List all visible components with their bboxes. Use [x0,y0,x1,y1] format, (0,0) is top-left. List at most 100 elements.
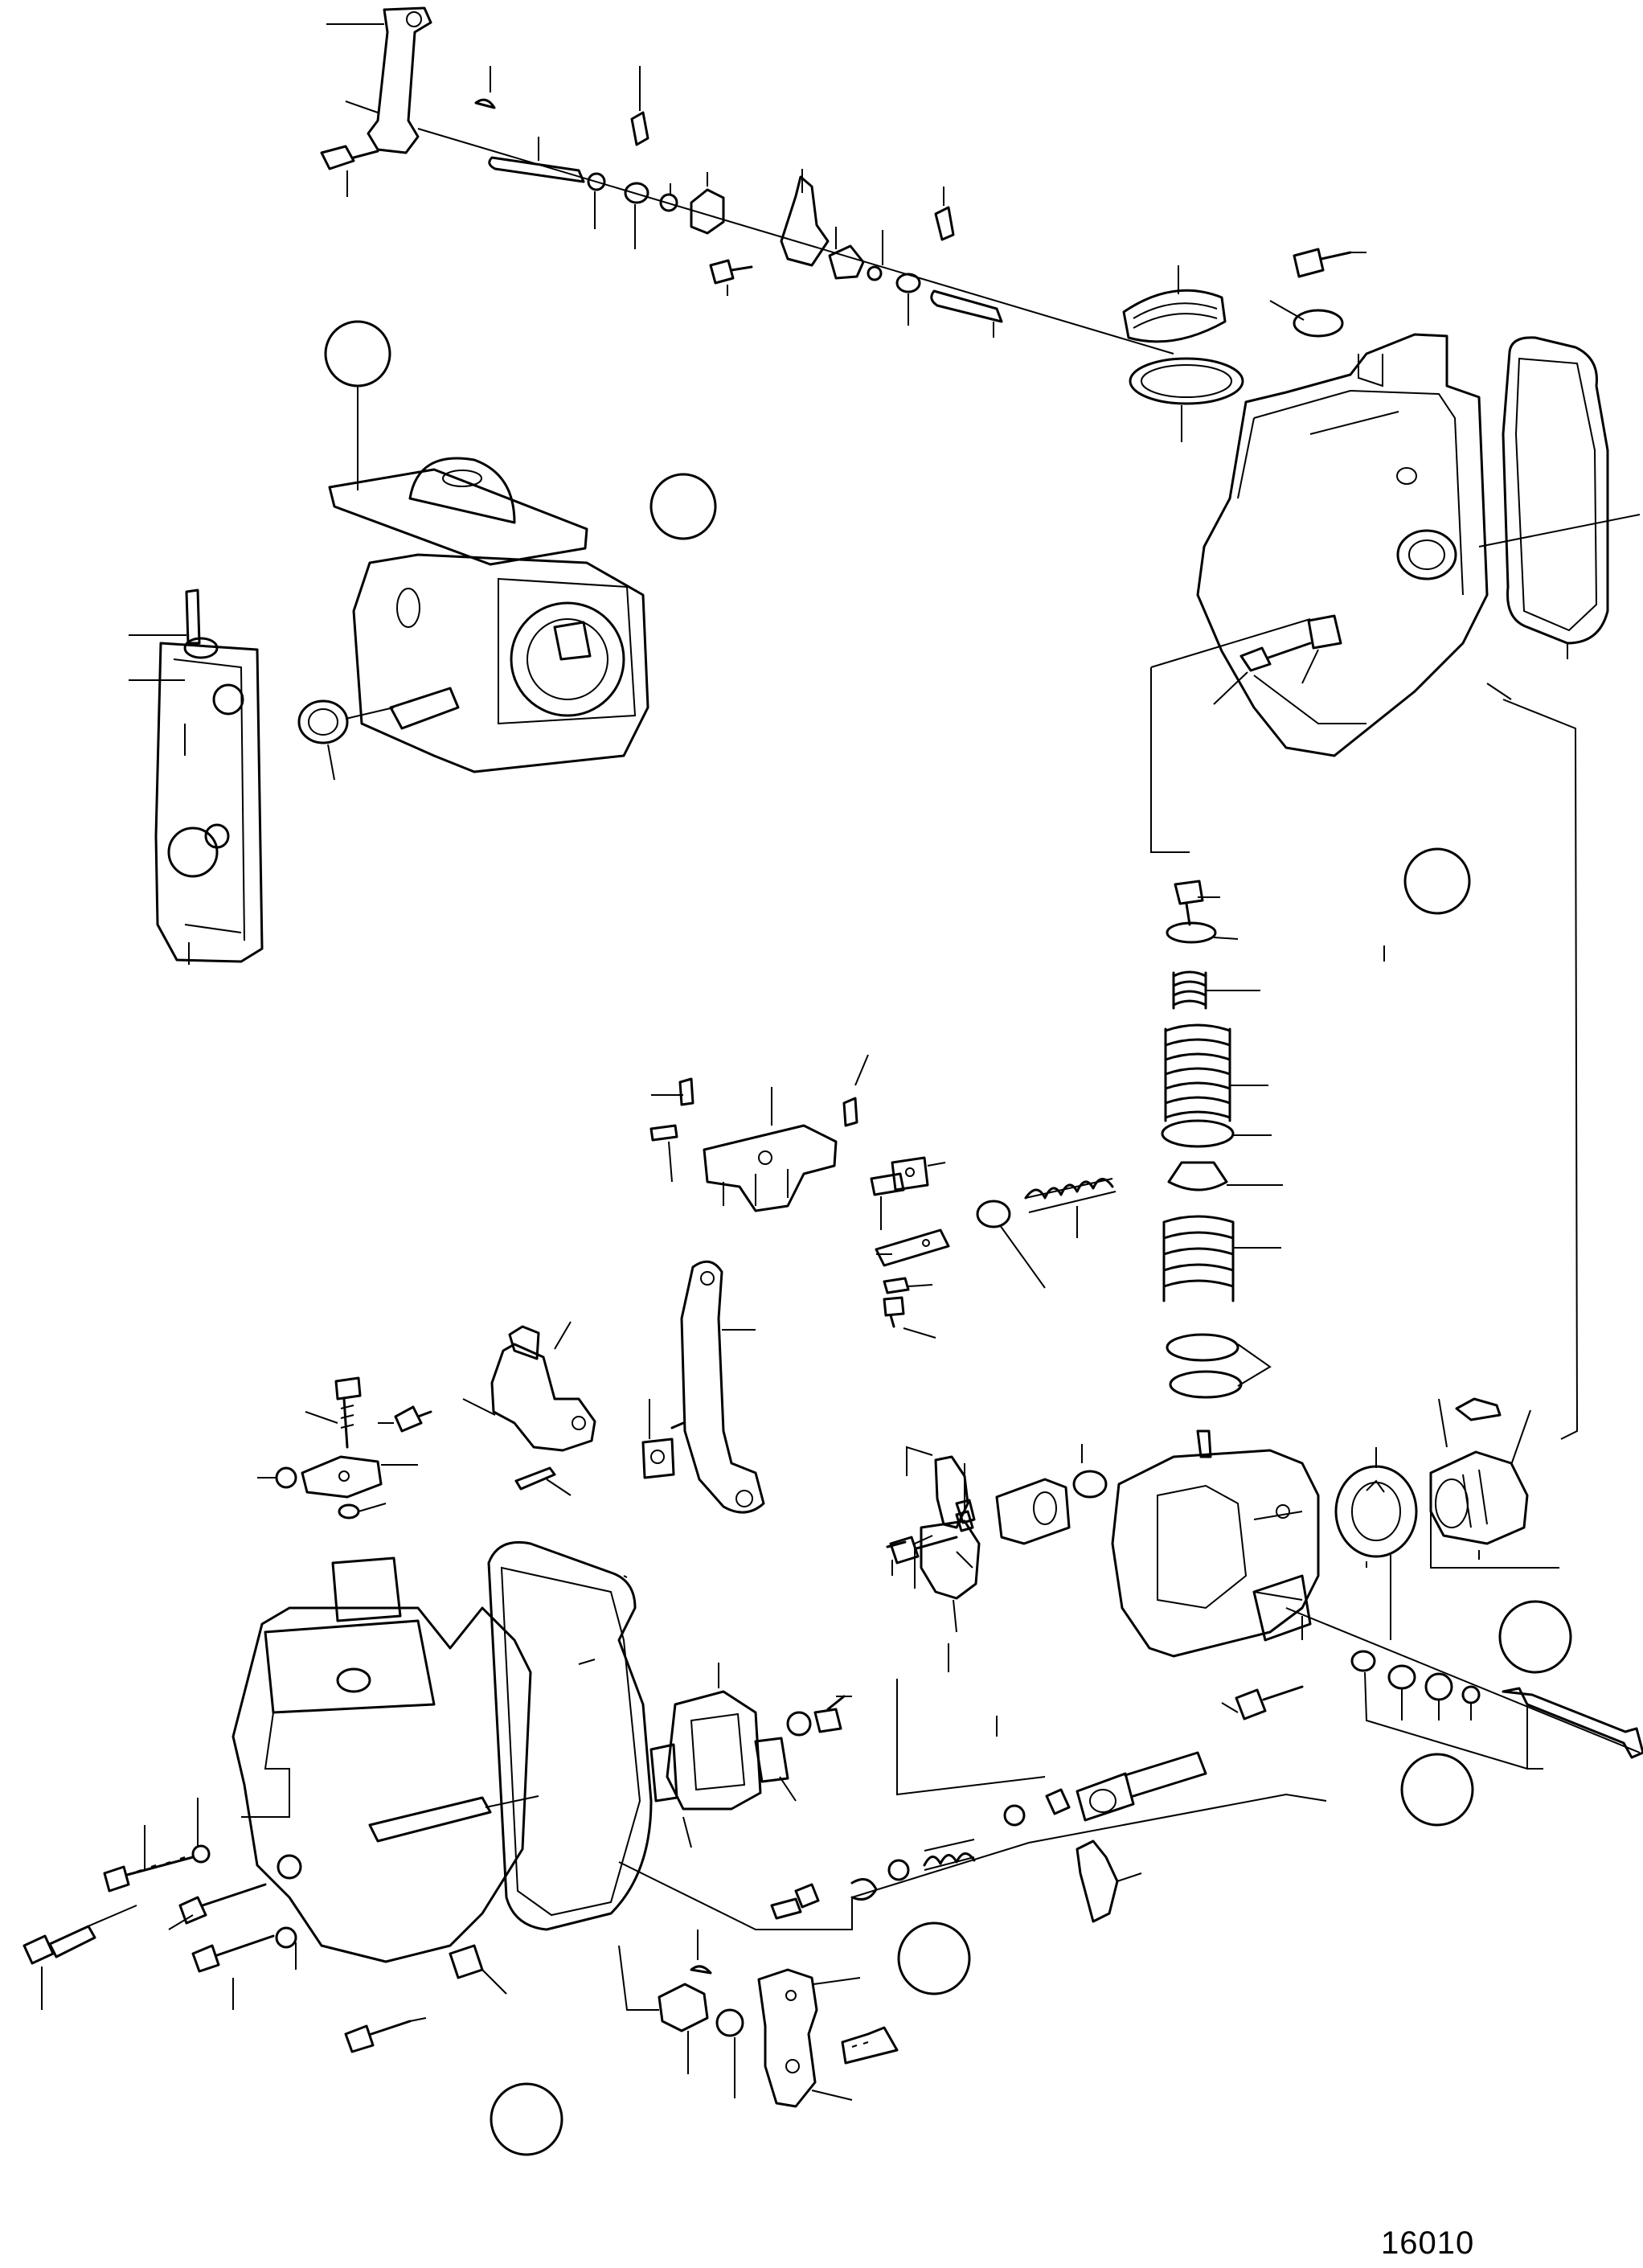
housing-clip [1307,614,1342,650]
stud-bolt [185,589,201,645]
callout-circle-5 [897,1921,971,1995]
o-ring-2 [867,265,883,281]
housing-screw [1293,248,1352,278]
spring-stack [1161,880,1283,1399]
angle-bracket [754,1737,789,1783]
short-bolt [344,2020,412,2053]
cover-gasket [487,1540,653,1931]
washer-7 [277,1854,302,1880]
plate-washer [786,1711,812,1737]
mounting-flange [328,468,588,566]
right-bolt-set [1285,1600,1643,1827]
hub-clip [1455,1397,1502,1421]
plate-assembly [649,1421,852,1848]
clip-b [842,1097,858,1127]
rotor-sleeve [995,1478,1071,1545]
lever-screw [320,145,379,170]
ring-2 [1003,1804,1026,1827]
cover-tab [449,1944,484,1979]
main-spring [1164,1023,1231,1122]
mounting-plate [670,1421,685,1429]
washer-3 [895,273,921,293]
cam-lever [780,175,830,267]
housing-bore [1396,529,1457,580]
small-plate [649,1743,678,1803]
clamp-bushing [658,1983,709,2032]
center-linkage [649,1054,1117,1339]
rotor-seal [1072,1470,1108,1499]
lever-assembly [462,1260,765,1514]
adjuster-bolt [23,1925,96,1965]
head-block [1252,1574,1312,1642]
clamp-key [690,1965,712,1975]
spring-cup [1167,1161,1228,1191]
lever-d [955,1499,976,1524]
spring-clip-1 [630,111,649,146]
case-cover [510,601,625,717]
o-ring-1 [659,193,678,212]
distributor-head [1111,1449,1320,1658]
cover-boss [331,1556,402,1622]
rotor-base [920,1520,981,1600]
bottom-clamp-assembly [618,1930,899,2108]
washer-1 [587,172,606,191]
pin-d [1045,1788,1071,1815]
front-cover-assembly [23,1376,653,2156]
pin-block [870,1156,929,1196]
large-spring [1162,1215,1235,1302]
long-bolt-2 [178,1883,267,1925]
spring-seat-1 [1161,1119,1235,1148]
long-bolt-4 [1502,1687,1643,1759]
long-bolt-3 [191,1934,275,1973]
o-ring-3 [1461,1685,1481,1704]
top-lever-arm [367,6,432,154]
clip-a [678,1077,694,1106]
collar [828,244,865,280]
pin-a [649,1124,678,1142]
lever-washer [641,1437,675,1479]
left-upper-assembly [129,320,717,965]
clamp-body [757,1968,818,2108]
plate-screw [813,1695,846,1733]
seal-bushing [297,699,349,744]
clamp-nut [715,2008,744,2037]
cam-bolt [709,259,753,285]
small-spring [1172,970,1207,1010]
shaft-pin-2 [930,289,1003,323]
block-bolt [1235,1685,1304,1720]
small-cap [1293,309,1344,338]
figure-number: 16010 [1381,2225,1475,2261]
washer-6 [275,1926,297,1949]
linkage-washer [883,1277,910,1294]
callout-circle-7 [1498,1600,1572,1674]
c-clip [850,1878,878,1901]
throttle-pin [514,1466,556,1491]
clamp-bolt [841,2026,899,2065]
small-ring [887,1859,910,1881]
front-cover-body [231,1606,532,1963]
nut-2 [1424,1672,1453,1701]
callout-circle-1 [324,320,391,388]
disc-washer [976,1200,1011,1228]
rotor-bolt [889,1536,958,1565]
cylinder-plunger [1076,1751,1207,1822]
callout-circle-4 [490,2082,563,2156]
housing-bolt [1239,642,1312,672]
right-axis [1285,1607,1641,1753]
washer-9 [1387,1664,1416,1690]
drive-hub [1429,1450,1529,1545]
top-housing-assembly [1122,248,1641,757]
governor-housing [1196,333,1489,757]
lever-eye [406,11,422,27]
washer-5 [191,1844,211,1864]
slide-bar [875,1228,950,1267]
sealing-ring [1129,357,1244,405]
bushing-1 [690,188,725,235]
shaft-pin-1 [488,156,585,183]
threaded-plug [1122,289,1227,343]
washer-8 [1350,1650,1376,1672]
callout-circle-2 [649,473,717,540]
head-pin [1196,1429,1212,1458]
group-bracket-lines [1150,618,1579,1440]
